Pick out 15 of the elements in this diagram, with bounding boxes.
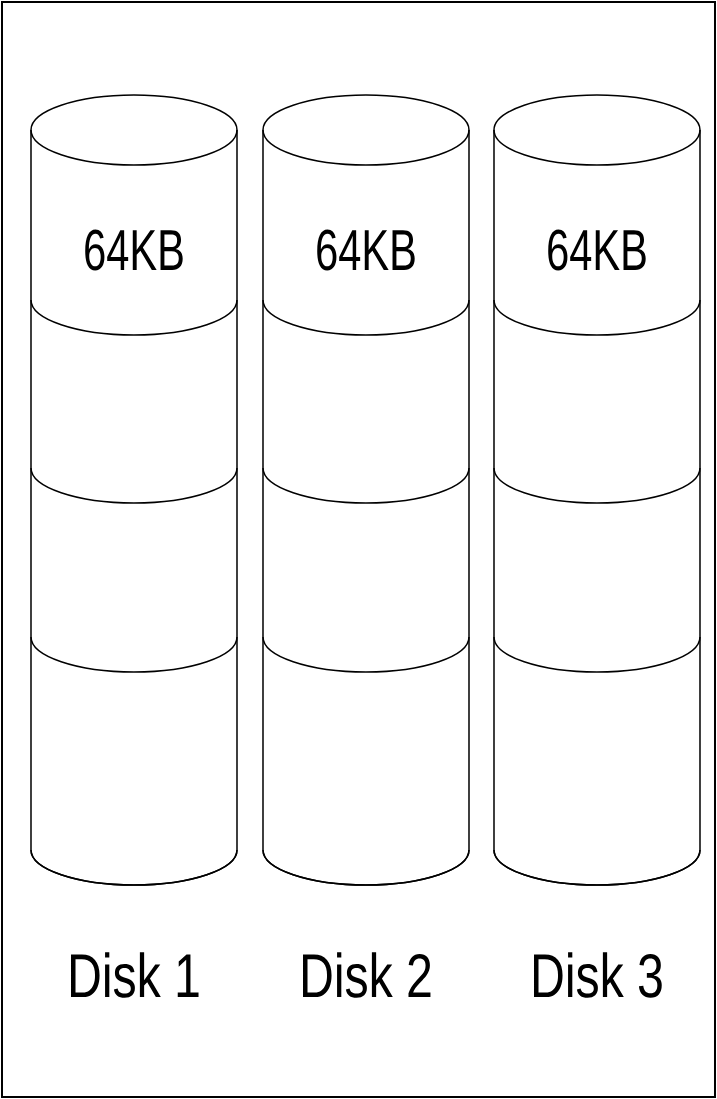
disk-block xyxy=(30,849,238,886)
disk-block xyxy=(262,636,470,673)
disk-block: 64KB xyxy=(262,229,470,336)
disk-block xyxy=(493,849,701,886)
disk-block: 64KB xyxy=(493,229,701,336)
disk-block: 64KB xyxy=(30,229,238,336)
disk-block xyxy=(30,467,238,504)
disk-block xyxy=(30,636,238,673)
disk-label: Disk 2 xyxy=(303,952,431,998)
disk-label: Disk 1 xyxy=(71,952,199,998)
disk-block xyxy=(493,467,701,504)
disk-label: Disk 3 xyxy=(534,952,662,998)
disk-block xyxy=(493,636,701,673)
disk-block xyxy=(262,849,470,886)
disk-block xyxy=(262,467,470,504)
